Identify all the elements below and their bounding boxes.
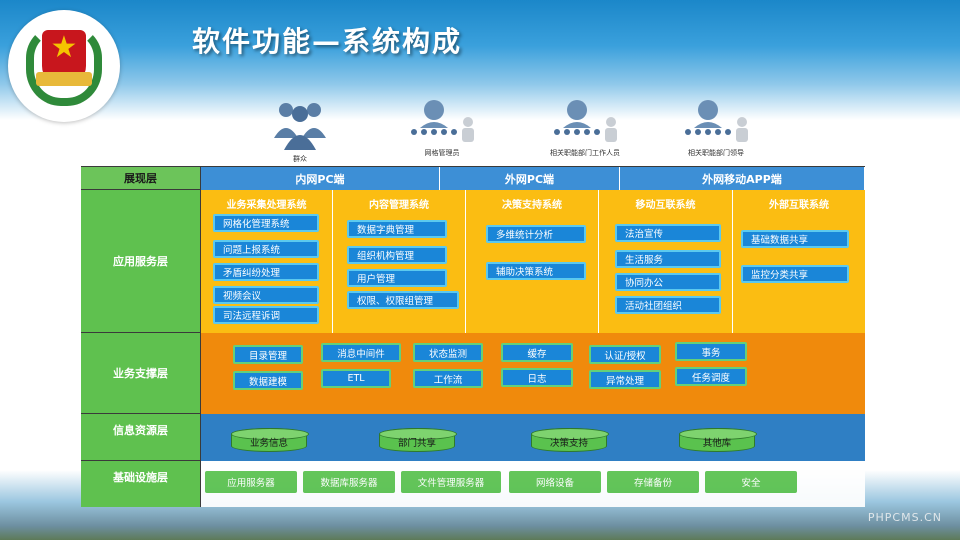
infrastructure-item: 文件管理服务器 (401, 471, 501, 493)
app-item: 网格化管理系统 (213, 214, 319, 232)
infrastructure-item: 应用服务器 (205, 471, 297, 493)
support-item: 目录管理 (233, 345, 303, 364)
app-item: 视频会议 (213, 286, 319, 304)
infrastructure-layer-label: 基础设施层 (81, 461, 201, 507)
infrastructure-area: 应用服务器 数据库服务器 文件管理服务器 网络设备 存储备份 安全 (201, 461, 865, 507)
database-label: 其他库 (702, 438, 732, 449)
support-item: 认证/授权 (589, 345, 661, 364)
persona-label: 网格管理员 (424, 149, 460, 157)
display-intranet-pc: 内网PC端 (201, 167, 440, 191)
app-column-decision: 决策支持系统 多维统计分析 辅助决策系统 (466, 190, 599, 333)
infrastructure-item: 网络设备 (509, 471, 601, 493)
application-layer-label: 应用服务层 (81, 190, 201, 332)
persona-label: 相关职能部门领导 (688, 149, 744, 157)
app-item: 辅助决策系统 (486, 262, 586, 280)
national-emblem-logo: ★ (8, 10, 120, 122)
support-item: 异常处理 (589, 370, 661, 389)
support-area: 目录管理 数据建模 消息中间件 ETL 状态监测 工作流 缓存 日志 认证/授权… (201, 333, 865, 414)
support-item: 工作流 (413, 369, 483, 388)
support-item: 消息中间件 (321, 343, 401, 362)
app-column-title: 决策支持系统 (502, 200, 562, 211)
persona-label: 群众 (293, 155, 307, 163)
application-layer-row: 应用服务层 业务采集处理系统 网格化管理系统 问题上报系统 矛盾纠纷处理 视频会… (81, 190, 865, 333)
persona-label: 相关职能部门工作人员 (550, 149, 620, 157)
support-item: ETL (321, 369, 391, 388)
support-item: 状态监测 (413, 343, 483, 362)
persona-public: 群众 (252, 100, 348, 164)
architecture-diagram: 展现层 内网PC端 外网PC端 外网移动APP端 应用服务层 业务采集处理系统 … (81, 166, 865, 540)
support-item: 缓存 (501, 343, 573, 362)
app-item: 用户管理 (347, 269, 447, 287)
display-extranet-pc: 外网PC端 (440, 167, 620, 191)
database-cylinder: 决策支持 (531, 428, 609, 452)
persona-dept-staff: 相关职能部门工作人员 (530, 96, 640, 158)
app-column-content: 内容管理系统 数据字典管理 组织机构管理 用户管理 权限、权限组管理 (333, 190, 466, 333)
database-label: 决策支持 (549, 438, 588, 449)
app-item: 权限、权限组管理 (347, 291, 459, 309)
app-column-external: 外部互联系统 基础数据共享 监控分类共享 (733, 190, 865, 333)
database-cylinder: 其他库 (679, 428, 757, 452)
staff-group-icon (554, 100, 617, 142)
support-layer-label: 业务支撑层 (81, 333, 201, 413)
infrastructure-item: 安全 (705, 471, 797, 493)
app-item: 基础数据共享 (741, 230, 849, 248)
support-item: 任务调度 (675, 367, 747, 386)
app-item: 监控分类共享 (741, 265, 849, 283)
star-icon: ★ (50, 30, 78, 65)
wheat-wreath-icon (26, 26, 102, 106)
database-cylinder: 业务信息 (231, 428, 309, 452)
display-extranet-app: 外网移动APP端 (620, 167, 865, 191)
display-layer-row: 展现层 内网PC端 外网PC端 外网移动APP端 (81, 166, 865, 191)
crowd-icon (274, 103, 326, 150)
information-area: 业务信息 部门共享 决策支持 其他库 (201, 414, 865, 461)
app-item: 组织机构管理 (347, 246, 447, 264)
display-layer-label: 展现层 (81, 167, 201, 189)
support-item: 数据建模 (233, 371, 303, 390)
app-column-title: 业务采集处理系统 (226, 200, 307, 211)
app-item: 协同办公 (615, 273, 721, 291)
app-item: 问题上报系统 (213, 240, 319, 258)
support-item: 日志 (501, 368, 573, 387)
information-layer-row: 信息资源层 业务信息 部门共享 决策支持 其他库 (81, 414, 865, 461)
admin-group-icon (411, 100, 474, 142)
app-item: 数据字典管理 (347, 220, 447, 238)
database-label: 部门共享 (397, 438, 436, 449)
app-column-mobile: 移动互联系统 法治宣传 生活服务 协同办公 活动社团组织 (599, 190, 733, 333)
information-layer-label: 信息资源层 (81, 414, 201, 460)
app-item: 法治宣传 (615, 224, 721, 242)
infrastructure-layer-row: 基础设施层 应用服务器 数据库服务器 文件管理服务器 网络设备 存储备份 安全 (81, 461, 865, 507)
app-item: 生活服务 (615, 250, 721, 268)
persona-dept-leader: 相关职能部门领导 (666, 96, 766, 158)
app-column-title: 移动互联系统 (635, 200, 696, 211)
support-layer-row: 业务支撑层 目录管理 数据建模 消息中间件 ETL 状态监测 工作流 缓存 日志… (81, 333, 865, 414)
page-title: 软件功能—系统构成 (192, 25, 463, 58)
leader-group-icon (685, 100, 748, 142)
application-area: 业务采集处理系统 网格化管理系统 问题上报系统 矛盾纠纷处理 视频会议 司法远程… (201, 190, 865, 333)
infrastructure-item: 数据库服务器 (303, 471, 395, 493)
app-column-business: 业务采集处理系统 网格化管理系统 问题上报系统 矛盾纠纷处理 视频会议 司法远程… (201, 190, 333, 333)
app-item: 活动社团组织 (615, 296, 721, 314)
app-item: 多维统计分析 (486, 225, 586, 243)
app-column-title: 内容管理系统 (369, 200, 429, 211)
header-background (0, 0, 960, 120)
support-item: 事务 (675, 342, 747, 361)
persona-grid-admin: 网格管理员 (394, 96, 490, 158)
great-wall-icon (36, 72, 92, 86)
app-item: 司法远程诉调 (213, 306, 319, 324)
app-item: 矛盾纠纷处理 (213, 263, 319, 281)
watermark-text: PHPCMS.CN (867, 511, 942, 524)
database-label: 业务信息 (249, 438, 288, 449)
infrastructure-item: 存储备份 (607, 471, 699, 493)
database-cylinder: 部门共享 (379, 428, 457, 452)
app-column-title: 外部互联系统 (769, 200, 829, 211)
